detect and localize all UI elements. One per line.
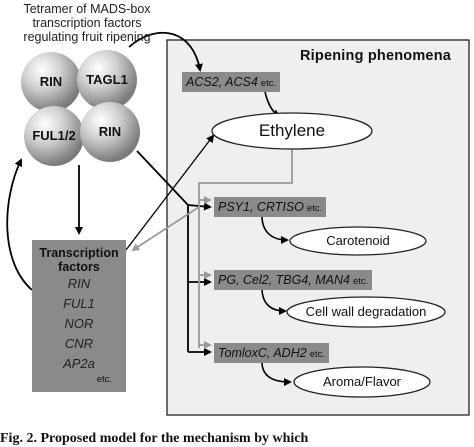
cellwall-ellipse <box>286 296 446 328</box>
tf-item-ap2a: AP2a <box>63 356 95 371</box>
tetramer-label-line-2: transcription factors <box>32 16 142 30</box>
psy1-to-carotenoid-arrow <box>261 215 289 244</box>
ethylene-label: Ethylene <box>258 121 326 140</box>
ethylene-genes-etc: etc. <box>260 78 277 89</box>
cellwall-label: Cell wall degradation <box>305 304 427 319</box>
tf-etc: etc. <box>96 374 112 385</box>
panel-title: Ripening phenomena <box>300 48 452 64</box>
sphere-label-rin-top: RIN <box>39 74 63 89</box>
tetramer-to-acs-arrow <box>128 31 203 72</box>
tetramer-label: Tetramer of MADS-box transcription facto… <box>2 2 172 44</box>
transcription-factors-box: Transcription factors RIN FUL1 NOR CNR A… <box>32 240 126 392</box>
carotenoid-ellipse <box>289 226 427 256</box>
tf-title-line-2: factors <box>58 260 100 274</box>
sphere-label-rin-bottom: RIN <box>98 124 122 139</box>
tf-to-ethylene-arrow <box>125 134 215 251</box>
tetramer-label-line-1: Tetramer of MADS-box <box>23 2 151 16</box>
aroma-genes-text: TomloxC, ADH2 <box>218 346 307 360</box>
tomlox-to-aroma-arrow <box>261 361 292 386</box>
psy1-to-tf-gray-arrow <box>131 206 200 252</box>
cellwall-genes-etc: etc. <box>352 276 369 287</box>
rin-sphere-top <box>21 52 81 112</box>
ful12-sphere <box>24 106 84 166</box>
carotenoid-label: Carotenoid <box>326 233 390 248</box>
ethylene-gray-line <box>198 148 293 348</box>
rin-sphere-bottom <box>80 102 140 162</box>
ethylene-genes-text: ACS2, ACS4 <box>186 75 258 89</box>
tf-item-rin: RIN <box>67 276 91 291</box>
pg-to-cellwall-arrow <box>261 287 287 315</box>
cellwall-genes-text: PG, Cel2, TBG4, MAN4 <box>218 273 350 287</box>
tf-item-ful1: FUL1 <box>63 296 95 311</box>
tf-to-tetramer-arrow <box>6 158 33 291</box>
aroma-ellipse <box>293 366 431 398</box>
ethylene-ellipse <box>211 112 373 150</box>
tetramer-label-line-3: regulating fruit ripening <box>23 30 151 44</box>
sphere-label-tagl1: TAGL1 <box>86 72 128 87</box>
carotenoid-genes-etc: etc. <box>306 203 323 214</box>
sphere-label-ful12: FUL1/2 <box>32 128 76 143</box>
tagl1-sphere <box>77 50 137 110</box>
tf-item-nor: NOR <box>64 316 94 331</box>
tf-title-line-1: Transcription <box>39 246 119 260</box>
figure-caption: Fig. 2. Proposed model for the mechanism… <box>0 431 309 446</box>
carotenoid-genes-text: PSY1, CRTISO <box>218 200 304 214</box>
tf-item-cnr: CNR <box>64 336 94 351</box>
aroma-genes-etc: etc. <box>309 349 325 360</box>
aroma-label: Aroma/Flavor <box>322 374 402 389</box>
